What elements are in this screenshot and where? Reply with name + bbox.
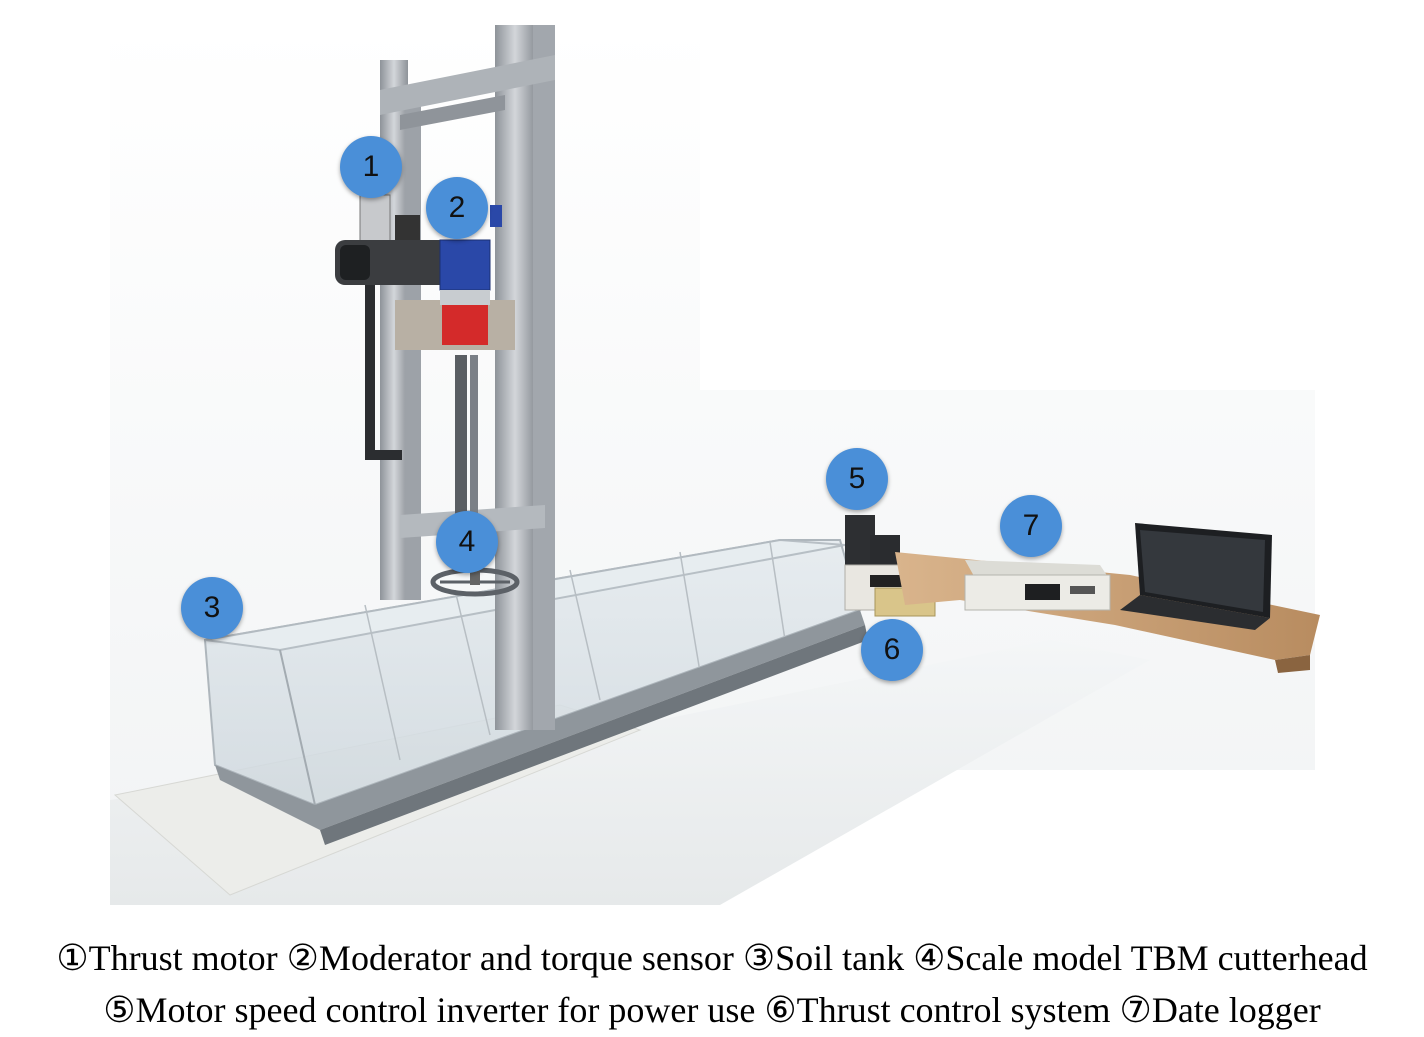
marker-5: 5 xyxy=(826,448,888,510)
loading-frame xyxy=(380,25,555,730)
data-logger xyxy=(964,560,1111,611)
marker-4: 4 xyxy=(436,511,498,573)
figure-caption: ①Thrust motor ②Moderator and torque sens… xyxy=(0,932,1424,1036)
marker-3: 3 xyxy=(181,577,243,639)
torque-sensor xyxy=(439,205,502,345)
laptop xyxy=(1120,523,1272,630)
apparatus-photo: 1 2 3 4 5 6 7 xyxy=(110,25,1320,905)
marker-7: 7 xyxy=(1000,495,1062,557)
marker-2: 2 xyxy=(426,177,488,239)
caption-line-2: ⑤Motor speed control inverter for power … xyxy=(103,990,1321,1030)
caption-line-1: ①Thrust motor ②Moderator and torque sens… xyxy=(56,938,1368,978)
marker-1: 1 xyxy=(340,136,402,198)
marker-6: 6 xyxy=(861,619,923,681)
apparatus-illustration xyxy=(110,25,1320,905)
